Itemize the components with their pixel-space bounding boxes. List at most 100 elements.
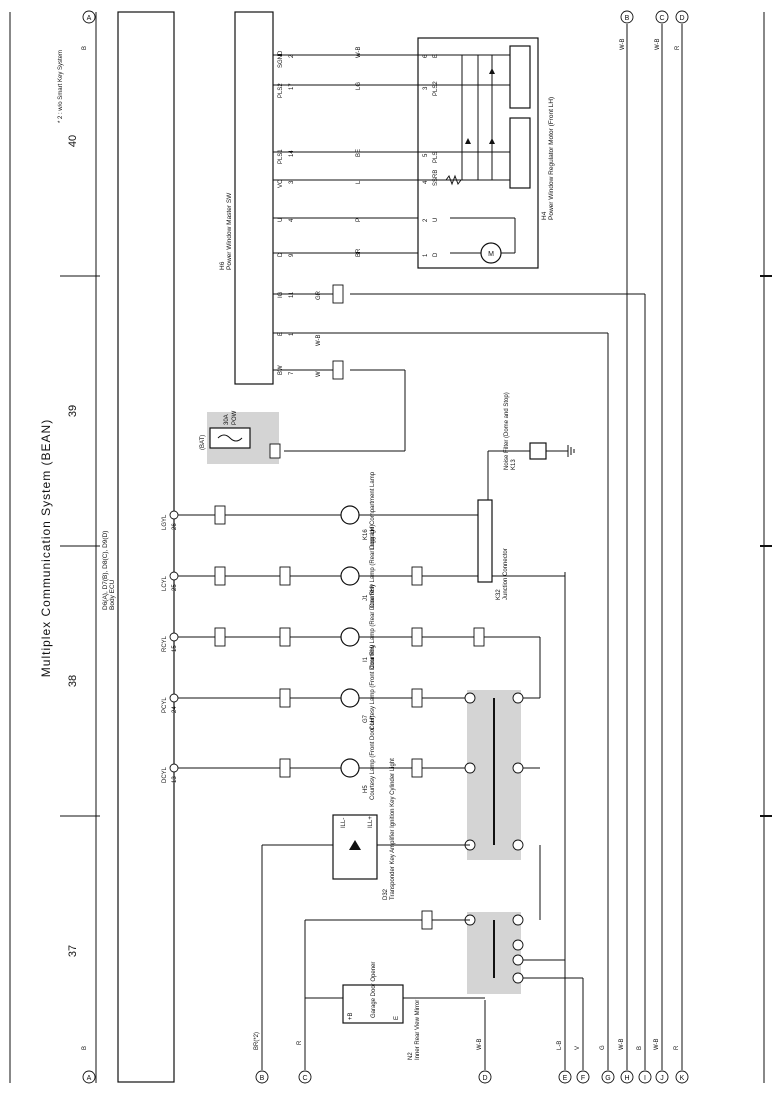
- grid-number-38: 38: [67, 675, 79, 687]
- svg-text:ILL+: ILL+: [368, 816, 374, 828]
- rear-rh-lamp-icon: [340, 627, 360, 647]
- svg-text:BE: BE: [356, 149, 362, 157]
- svg-text:PLS1: PLS1: [278, 149, 284, 164]
- regulator-ref: H4: [541, 211, 548, 220]
- svg-text:DCYL: DCYL: [162, 766, 168, 783]
- left-edge-terminals: A A B B: [82, 10, 96, 1084]
- svg-text:13: 13: [172, 776, 178, 783]
- svg-text:Courtesy Lamp (Front Door RH): Courtesy Lamp (Front Door RH): [370, 645, 376, 730]
- svg-text:IG: IG: [278, 291, 284, 298]
- svg-text:K13: K13: [511, 459, 517, 470]
- capacitor-icon: [529, 442, 547, 460]
- regulator-name: Power Window Regulator Motor (Front LH): [548, 97, 555, 220]
- svg-text:R: R: [674, 1045, 680, 1050]
- diode-icon: [465, 138, 471, 144]
- svg-text:E: E: [394, 1016, 400, 1020]
- svg-text:Courtesy Lamp (Front Door LH): Courtesy Lamp (Front Door LH): [370, 716, 376, 800]
- svg-text:C: C: [302, 1075, 307, 1082]
- svg-text:Courtesy Lamp (Rear Door LH): Courtesy Lamp (Rear Door LH): [370, 525, 376, 608]
- svg-text:5: 5: [423, 153, 429, 157]
- svg-text:BR: BR: [356, 248, 362, 257]
- svg-text:17: 17: [289, 83, 295, 90]
- diode-icon: [489, 68, 495, 74]
- ecu-terminal-labels: LGYL 26 LCYL 25 RCYL 15 PCYL 24 DCYL 13: [162, 514, 178, 783]
- svg-text:W-B: W-B: [655, 38, 661, 50]
- svg-text:15: 15: [172, 645, 178, 652]
- svg-text:PCYL: PCYL: [162, 697, 168, 713]
- svg-text:G: G: [600, 1045, 606, 1050]
- svg-text:GR: GR: [316, 290, 322, 300]
- svg-text:V: V: [575, 1046, 581, 1050]
- svg-text:B: B: [82, 46, 88, 50]
- svg-text:G7: G7: [363, 714, 369, 723]
- mirror-box: [342, 984, 404, 1024]
- grid-number-40: 40: [67, 135, 79, 147]
- svg-text:3: 3: [423, 86, 429, 90]
- svg-text:W-B: W-B: [477, 1038, 483, 1050]
- luggage-lamp-icon: [340, 505, 360, 525]
- svg-text:D: D: [433, 252, 439, 257]
- svg-text:Garage Door Opener: Garage Door Opener: [371, 962, 377, 1018]
- svg-text:3: 3: [289, 180, 295, 184]
- top-edge-terminals: B C D W-B W-B R: [620, 10, 689, 50]
- svg-text:B: B: [82, 1046, 88, 1050]
- svg-text:D: D: [278, 252, 284, 257]
- svg-text:RCYL: RCYL: [162, 635, 168, 652]
- svg-text:VC: VC: [278, 179, 284, 188]
- front-lh-lamp-icon: [340, 758, 360, 778]
- svg-text:SGND: SGND: [278, 50, 284, 68]
- master-sw-ref: H6: [219, 261, 226, 270]
- svg-text:W-B: W-B: [619, 1038, 625, 1050]
- master-sw-box: [234, 11, 274, 385]
- svg-text:(BAT): (BAT): [200, 435, 206, 450]
- svg-text:H: H: [624, 1075, 629, 1082]
- grid-number-37: 37: [67, 945, 79, 957]
- master-pin-labels: SGND 2 W-B 6 E PLS2 17 LG 3 PLS2 PLS1 14…: [278, 46, 439, 377]
- svg-text:4: 4: [423, 180, 429, 184]
- svg-text:F: F: [581, 1075, 585, 1082]
- svg-text:6: 6: [423, 54, 429, 58]
- svg-text:PLS: PLS: [433, 152, 439, 163]
- svg-text:B: B: [625, 15, 630, 22]
- svg-text:11: 11: [289, 291, 295, 298]
- svg-text:R: R: [297, 1040, 303, 1045]
- svg-text:2: 2: [423, 218, 429, 222]
- svg-text:L-B: L-B: [557, 1041, 563, 1050]
- svg-text:K16: K16: [363, 529, 369, 540]
- rear-lh-lamp-icon: [340, 566, 360, 586]
- svg-text:R: R: [675, 45, 681, 50]
- svg-text:7: 7: [289, 371, 295, 375]
- svg-text:14: 14: [289, 150, 295, 157]
- svg-text:N2: N2: [408, 1052, 414, 1060]
- svg-text:1: 1: [423, 253, 429, 257]
- svg-text:9: 9: [289, 253, 295, 257]
- svg-text:H5: H5: [363, 785, 369, 793]
- svg-text:D: D: [482, 1075, 487, 1082]
- bottom-edge-terminals: B BR(*2) C R D W-B E L-B F V G G H W-B I…: [254, 24, 689, 1084]
- svg-text:Luggage Compartment Lamp: Luggage Compartment Lamp: [370, 471, 376, 550]
- svg-text:J1: J1: [363, 594, 369, 601]
- grid-number-39: 39: [67, 405, 79, 417]
- svg-text:A: A: [87, 1075, 92, 1082]
- svg-text:E: E: [278, 332, 284, 336]
- body-ecu-box: [117, 11, 175, 1083]
- svg-text:I1: I1: [363, 656, 369, 662]
- svg-text:Courtesy Lamp (Rear Door RH): Courtesy Lamp (Rear Door RH): [370, 585, 376, 669]
- svg-text:Junction Connector: Junction Connector: [503, 548, 509, 600]
- page-title: Multiplex Communication System (BEAN): [39, 419, 53, 677]
- svg-text:LG: LG: [356, 82, 362, 90]
- svg-text:D32: D32: [383, 888, 389, 900]
- svg-text:M: M: [488, 251, 494, 258]
- svg-text:PLS2: PLS2: [433, 81, 439, 96]
- svg-text:D: D: [679, 15, 684, 22]
- svg-text:25: 25: [172, 584, 178, 591]
- svg-text:G: G: [605, 1075, 610, 1082]
- svg-text:24: 24: [172, 706, 178, 713]
- svg-text:P: P: [356, 218, 362, 222]
- svg-text:K: K: [680, 1075, 685, 1082]
- footnote: * 2 : w/o Smart Key System: [58, 50, 64, 123]
- svg-text:LCYL: LCYL: [162, 575, 168, 591]
- svg-text:30A: 30A: [224, 414, 230, 425]
